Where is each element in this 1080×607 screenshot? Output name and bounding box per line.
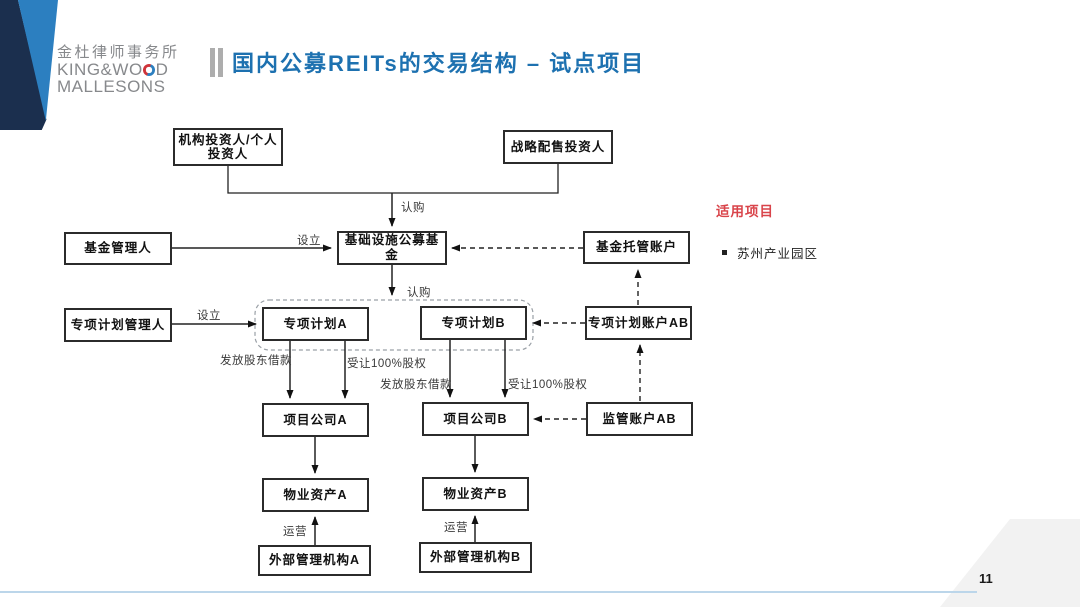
applicable-projects-heading: 适用项目: [716, 204, 774, 219]
node-plan-manager: 专项计划管理人: [64, 308, 172, 342]
logo-english-line2: MALLESONS: [57, 77, 166, 96]
node-plan-account-ab: 专项计划账户AB: [585, 306, 692, 340]
edge-label-operate-a: 运营: [283, 526, 307, 538]
title-accent-bar: [210, 47, 215, 77]
applicable-project-item: 苏州产业园区: [722, 243, 818, 262]
logo-en-left: KING&WO: [57, 60, 143, 79]
node-external-manager-a: 外部管理机构A: [258, 545, 371, 576]
edge-label-establish-plan: 设立: [197, 310, 221, 322]
edge-label-operate-b: 运营: [444, 522, 468, 534]
node-supervision-account-ab: 监管账户AB: [586, 402, 693, 436]
page-number: 11: [979, 571, 993, 586]
edge-label-acquire-equity-b: 受让100%股权: [508, 379, 588, 391]
footer-divider-line: [0, 591, 977, 593]
edge-investor-merge-left: [227, 166, 392, 194]
logo-en-right: D: [155, 60, 169, 79]
logo-chinese-name: 金杜律师事务所: [57, 44, 180, 61]
edge-label-shareholder-loan-a: 发放股东借款: [220, 355, 292, 367]
applicable-project-label: 苏州产业园区: [737, 247, 819, 261]
corner-brand-mark: [0, 0, 58, 130]
edge-label-subscribe-plan: 认购: [407, 287, 431, 299]
kwm-logo: 金杜律师事务所 KING&WO D MALLESONS: [57, 44, 180, 95]
node-fund-manager: 基金管理人: [64, 232, 172, 265]
node-external-manager-b: 外部管理机构B: [419, 542, 532, 573]
node-property-asset-b: 物业资产B: [422, 477, 529, 511]
edge-label-shareholder-loan-b: 发放股东借款: [380, 379, 452, 391]
edge-investor-merge-right: [392, 164, 559, 194]
bullet-square-icon: [722, 250, 727, 255]
page-title: 国内公募REITs的交易结构 – 试点项目: [232, 51, 646, 76]
node-public-fund: 基础设施公募基金: [337, 231, 447, 265]
edge-label-acquire-equity-a: 受让100%股权: [347, 358, 427, 370]
node-plan-b: 专项计划B: [420, 306, 527, 340]
node-institutional-investor: 机构投资人/个人 投资人: [173, 128, 283, 166]
title-accent-bar: [218, 47, 223, 77]
node-plan-a: 专项计划A: [262, 307, 369, 341]
edge-label-subscribe-top: 认购: [401, 202, 425, 214]
node-project-company-a: 项目公司A: [262, 403, 369, 437]
node-project-company-b: 项目公司B: [422, 402, 529, 436]
node-property-asset-a: 物业资产A: [262, 478, 369, 512]
logo-english-line1: KING&WO D: [57, 61, 180, 78]
kwm-ring-icon: [143, 63, 156, 76]
node-strategic-investor: 战略配售投资人: [503, 130, 613, 164]
edge-label-establish-fund: 设立: [297, 235, 321, 247]
title-row: 国内公募REITs的交易结构 – 试点项目: [210, 46, 645, 78]
node-fund-custody-account: 基金托管账户: [583, 231, 690, 264]
